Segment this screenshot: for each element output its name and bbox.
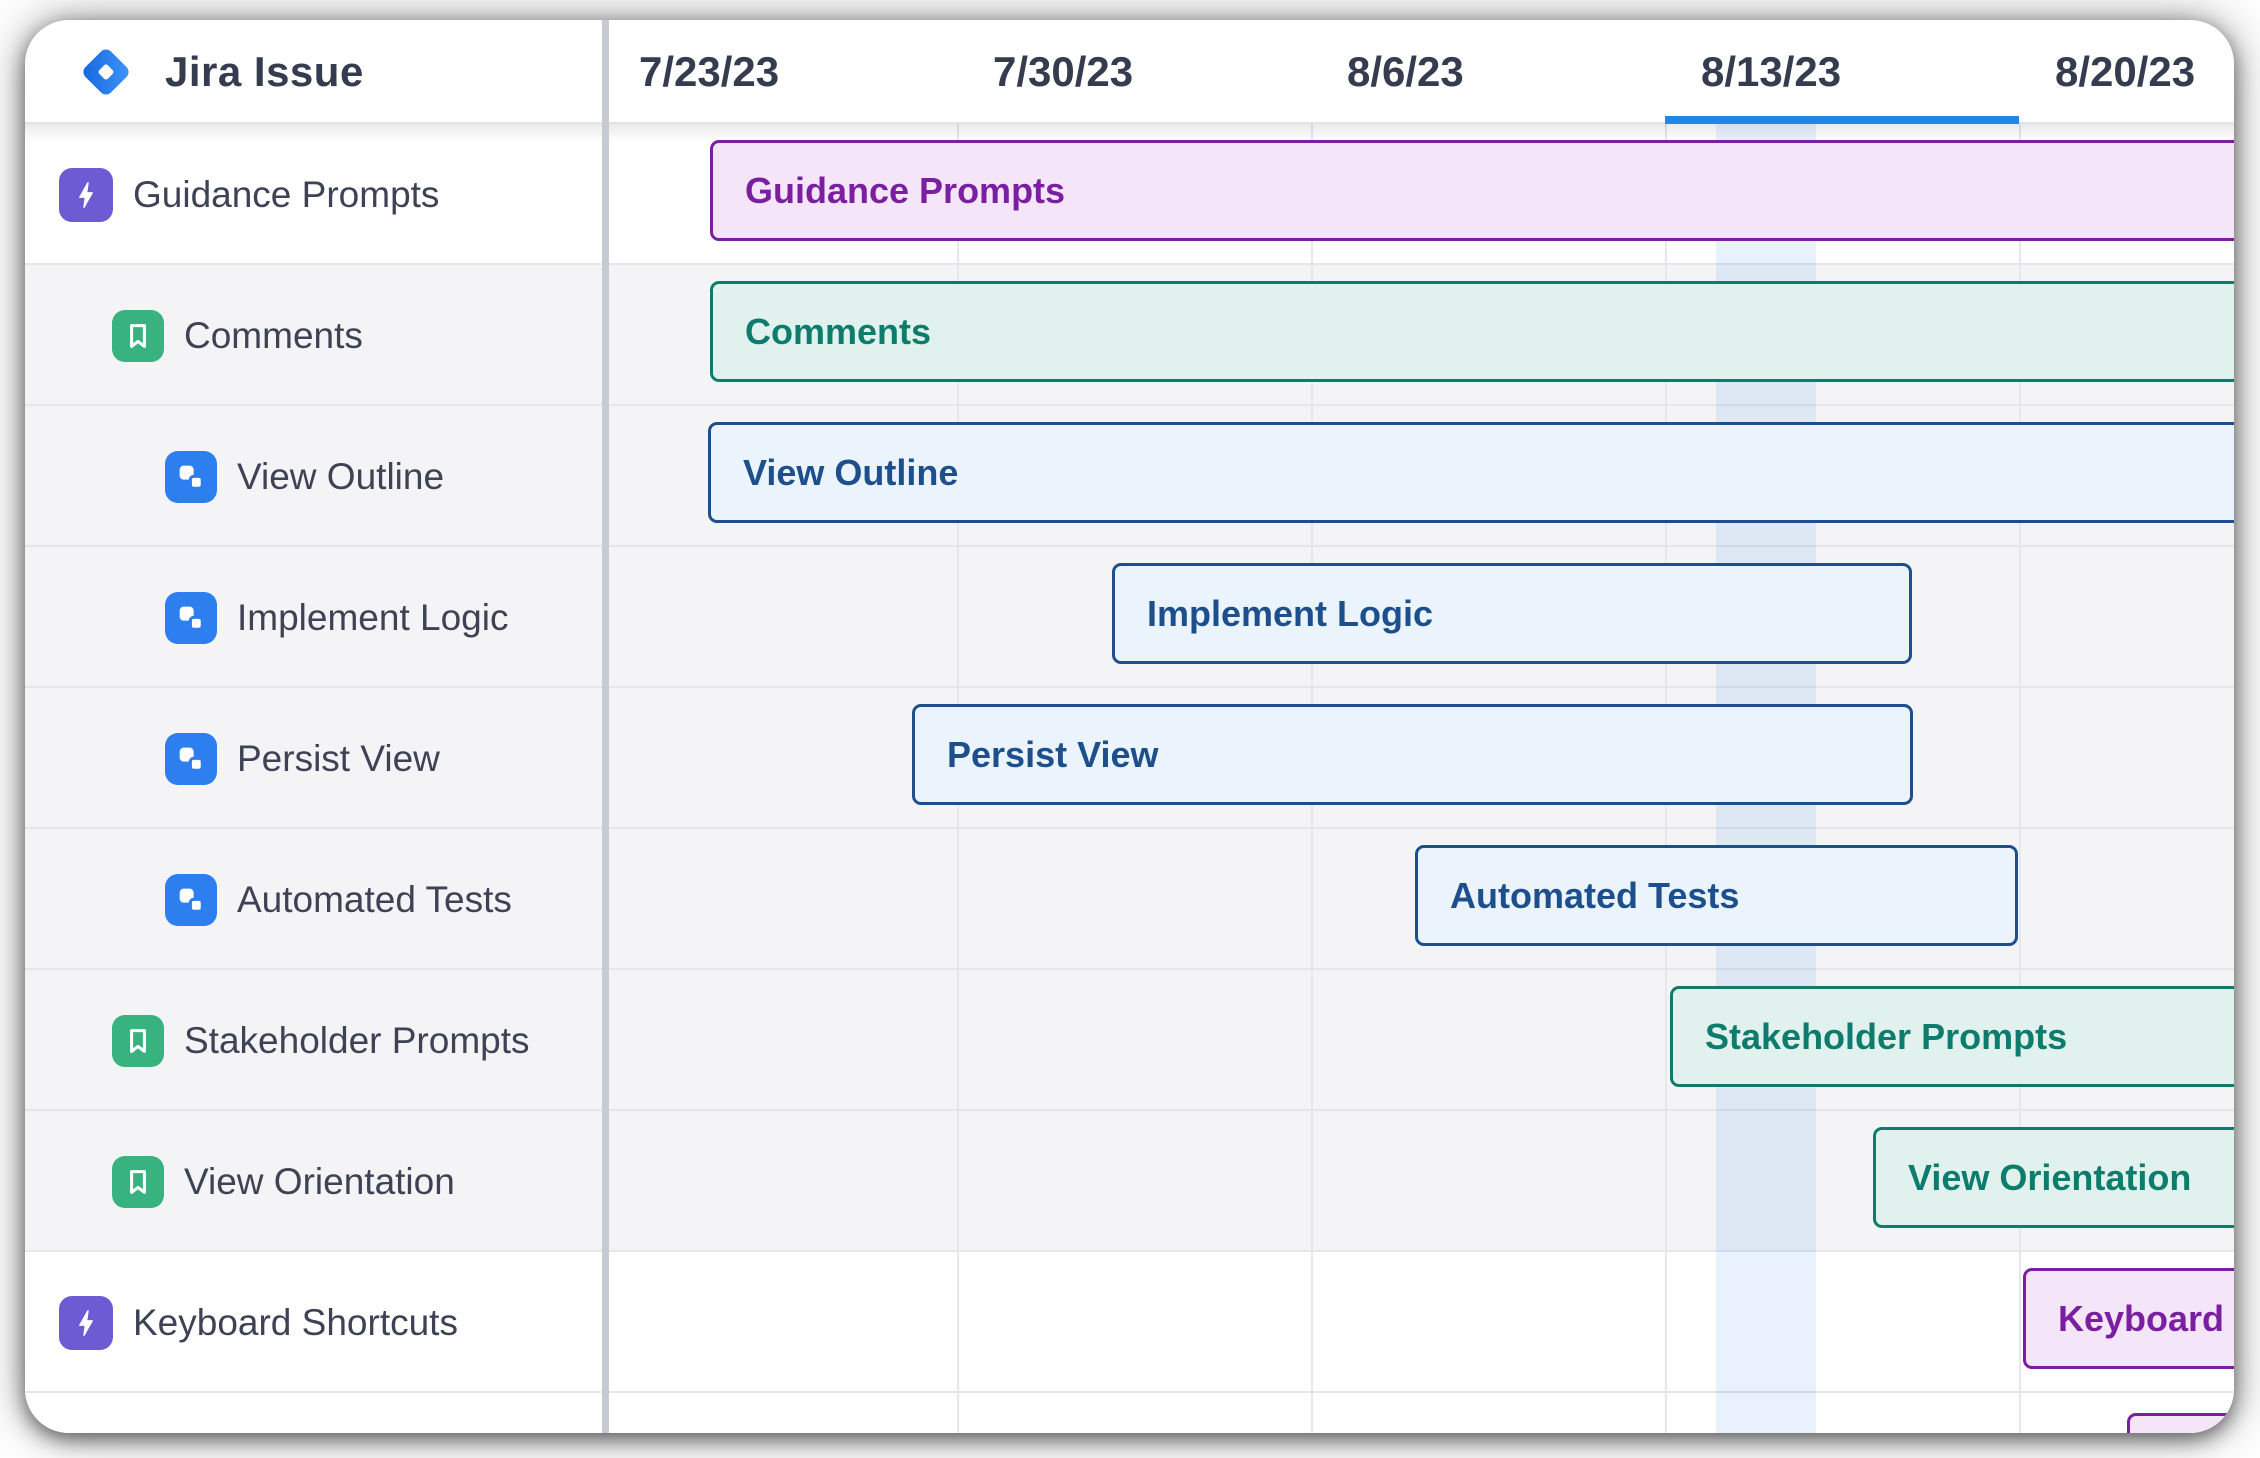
page-title: Jira Issue	[165, 48, 364, 95]
gantt-bar-label: Persist View	[947, 733, 1159, 775]
sidebar-header: Jira Issue	[75, 20, 364, 124]
gantt-bar-persist-view[interactable]: Persist View	[912, 704, 1913, 805]
gantt-bar-partial[interactable]	[2127, 1413, 2234, 1433]
gantt-bar-label: Comments	[745, 310, 932, 352]
timeline-column-7-30-23[interactable]: 7/30/23	[993, 48, 1134, 95]
gantt-bar-implement-logic[interactable]: Implement Logic	[1112, 563, 1912, 664]
gantt-bar-label: View Outline	[743, 451, 959, 493]
timeline-row	[25, 1111, 2234, 1252]
sidebar-item-label: View Outline	[237, 455, 445, 497]
subtask-icon	[165, 873, 217, 926]
sidebar-item-label: Stakeholder Prompts	[184, 1019, 530, 1061]
epic-icon	[59, 1295, 113, 1350]
sidebar-item-label: Automated Tests	[237, 878, 512, 920]
gantt-bar-view-orientation[interactable]: View Orientation	[1873, 1127, 2234, 1228]
subtask-icon	[165, 591, 217, 644]
gantt-bar-label: View Orientation	[1908, 1156, 2192, 1198]
gantt-bar-label: Implement Logic	[1147, 592, 1434, 634]
sidebar-item-guidance-prompts[interactable]: Guidance Prompts	[25, 124, 629, 265]
sidebar-item-label: View Orientation	[184, 1160, 455, 1202]
gantt-bar-automated-tests[interactable]: Automated Tests	[1415, 845, 2018, 946]
jira-logo-icon	[83, 49, 129, 95]
header-shadow	[25, 124, 2234, 142]
timeline-row	[25, 1252, 2234, 1393]
timeline-row	[25, 1393, 2234, 1433]
timeline-column-8-6-23[interactable]: 8/6/23	[1347, 48, 1464, 95]
gantt-bar-comments[interactable]: Comments	[710, 281, 2234, 382]
gantt-bar-stakeholder-prompts[interactable]: Stakeholder Prompts	[1670, 986, 2234, 1087]
sidebar-item-label: Implement Logic	[237, 596, 509, 638]
sidebar-item-label: Persist View	[237, 737, 440, 779]
column-gridline	[2019, 20, 2021, 1433]
gantt-bar-guidance-prompts[interactable]: Guidance Prompts	[710, 140, 2234, 241]
story-icon	[112, 1014, 164, 1067]
sidebar-item-label: Comments	[184, 314, 363, 356]
timeline-column-7-23-23[interactable]: 7/23/23	[639, 48, 780, 95]
subtask-icon	[165, 450, 217, 503]
sidebar-item-persist-view[interactable]: Persist View	[25, 688, 735, 829]
timeline-header: Jira Issue 7/23/23 7/30/23 8/6/23 8/13/23 8/…	[25, 20, 2234, 124]
story-icon	[112, 309, 164, 362]
gantt-card: Jira Issue 7/23/23 7/30/23 8/6/23 8/13/23 8/…	[25, 20, 2234, 1433]
gantt-bar-label: Guidance Prompts	[745, 169, 1066, 211]
gantt-bar-label: Keyboard Shortcuts	[2058, 1297, 2234, 1339]
sidebar-item-automated-tests[interactable]: Automated Tests	[25, 829, 735, 970]
story-icon	[112, 1155, 164, 1208]
active-week-underline	[1665, 116, 2019, 124]
gantt-bar-label: Automated Tests	[1450, 874, 1740, 916]
sidebar-item-label: Guidance Prompts	[133, 173, 440, 215]
sidebar-item-comments[interactable]: Comments	[25, 265, 682, 406]
sidebar-item-implement-logic[interactable]: Implement Logic	[25, 547, 735, 688]
gantt-bar-view-outline[interactable]: View Outline	[708, 422, 2234, 523]
subtask-icon	[165, 732, 217, 785]
gantt-bar-keyboard-shortcuts[interactable]: Keyboard Shortcuts	[2023, 1268, 2234, 1369]
gantt-bar-label: Stakeholder Prompts	[1705, 1015, 2068, 1057]
sidebar-item-view-outline[interactable]: View Outline	[25, 406, 735, 547]
sidebar-item-keyboard-shortcuts[interactable]: Keyboard Shortcuts	[25, 1252, 629, 1393]
epic-icon	[59, 167, 113, 222]
sidebar-item-label: Keyboard Shortcuts	[133, 1301, 458, 1343]
sidebar-item-view-orientation[interactable]: View Orientation	[25, 1111, 682, 1252]
sidebar-item-stakeholder-prompts[interactable]: Stakeholder Prompts	[25, 970, 682, 1111]
timeline-column-8-13-23[interactable]: 8/13/23	[1701, 48, 1842, 95]
timeline-column-8-20-23[interactable]: 8/20/23	[2055, 48, 2196, 95]
sidebar-divider	[602, 20, 609, 1433]
